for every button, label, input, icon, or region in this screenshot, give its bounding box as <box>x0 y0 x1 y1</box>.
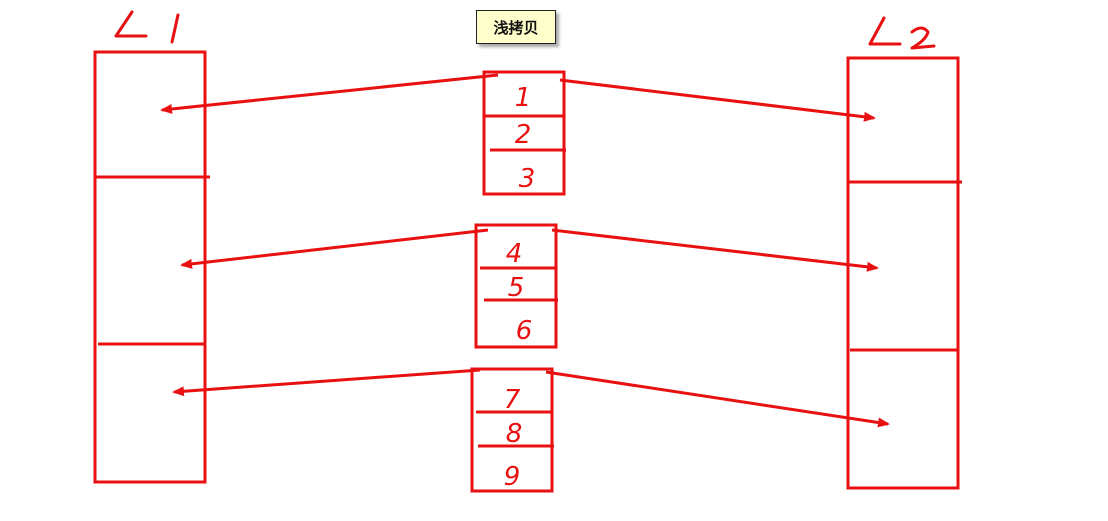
value-4: 4 <box>506 239 523 269</box>
group-box-2 <box>474 223 558 349</box>
group-box-1 <box>482 70 566 196</box>
value-9: 9 <box>504 462 521 492</box>
value-6: 6 <box>516 316 533 346</box>
list-l1-box <box>93 50 210 484</box>
arrow-g1-to-l1 <box>160 73 499 114</box>
value-2: 2 <box>515 120 532 150</box>
group-box-3 <box>470 367 554 493</box>
value-1: 1 <box>515 83 532 113</box>
value-7: 7 <box>504 385 521 415</box>
list-l1-label <box>114 10 180 44</box>
arrow-g2-to-l1 <box>180 228 489 269</box>
arrows-to-l2 <box>545 78 890 428</box>
list-l2-label <box>868 16 936 50</box>
arrow-g3-to-l2 <box>545 370 890 428</box>
arrow-g1-to-l2 <box>559 78 876 122</box>
list-l2-box <box>846 56 962 490</box>
arrow-g2-to-l2 <box>551 228 879 272</box>
title-label: 浅拷贝 <box>476 10 556 44</box>
arrow-g3-to-l1 <box>172 368 481 397</box>
value-8: 8 <box>506 419 523 449</box>
value-3: 3 <box>519 164 536 194</box>
value-labels: 1 2 3 4 5 6 7 8 9 <box>504 83 536 492</box>
value-5: 5 <box>508 273 525 303</box>
arrows-to-l1 <box>160 73 499 397</box>
